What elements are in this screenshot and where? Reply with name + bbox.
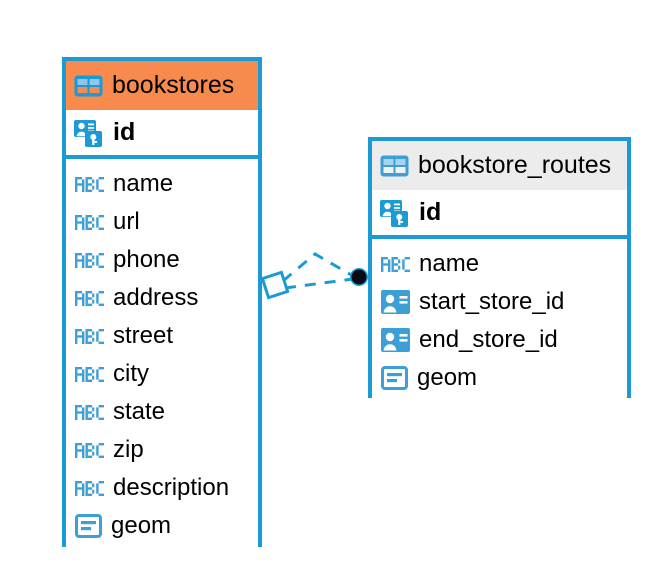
relationship-line-lower — [284, 277, 354, 290]
field-row[interactable]: url — [66, 203, 258, 241]
field-label: address — [113, 284, 199, 311]
field-label: geom — [417, 364, 478, 391]
entity-bookstore-routes-primary-key-row[interactable]: id — [372, 190, 627, 239]
field-label: street — [113, 322, 174, 349]
field-label: city — [113, 360, 149, 387]
relationship-line-upper — [282, 252, 354, 283]
entity-bookstore-routes-title: bookstore_routes — [418, 151, 612, 179]
field-row[interactable]: start_store_id — [372, 283, 627, 321]
geometry-type-icon — [75, 514, 102, 538]
text-type-icon — [75, 404, 104, 420]
entity-bookstore-routes-field-list: name start_store_id — [372, 239, 627, 401]
field-label: description — [113, 474, 230, 501]
field-label: zip — [113, 436, 144, 463]
text-type-icon — [75, 480, 104, 496]
field-label: name — [113, 170, 174, 197]
entity-bookstores-title: bookstores — [112, 71, 235, 99]
entity-bookstores-primary-key-row[interactable]: id — [66, 110, 258, 159]
text-type-icon — [75, 252, 104, 268]
entity-bookstores[interactable]: bookstores id — [62, 57, 262, 549]
primary-key-icon — [380, 199, 408, 227]
field-row[interactable]: address — [66, 279, 258, 317]
field-row[interactable]: name — [66, 165, 258, 203]
field-row[interactable]: phone — [66, 241, 258, 279]
text-type-icon — [75, 366, 104, 382]
field-row[interactable]: state — [66, 393, 258, 431]
primary-key-icon — [74, 119, 102, 147]
field-row[interactable]: street — [66, 317, 258, 355]
text-type-icon — [75, 328, 104, 344]
field-label: state — [113, 398, 166, 425]
text-type-icon — [381, 256, 410, 272]
entity-bookstore-routes[interactable]: bookstore_routes id — [368, 137, 631, 401]
foreign-key-icon — [381, 290, 410, 314]
field-row[interactable]: zip — [66, 431, 258, 469]
foreign-key-icon — [381, 328, 410, 352]
table-grid-icon — [74, 75, 103, 96]
entity-bookstores-primary-key-label: id — [113, 118, 136, 146]
field-label: url — [113, 208, 140, 235]
dot-endpoint[interactable] — [350, 268, 368, 286]
table-grid-icon — [380, 155, 409, 176]
diamond-endpoint[interactable] — [260, 270, 290, 300]
field-row[interactable]: geom — [372, 359, 627, 397]
geometry-type-icon — [381, 366, 408, 390]
field-label: end_store_id — [419, 326, 558, 353]
entity-bookstore-routes-primary-key-label: id — [419, 198, 442, 226]
text-type-icon — [75, 214, 104, 230]
field-label: geom — [111, 512, 172, 539]
text-type-icon — [75, 176, 104, 192]
entity-bookstores-header[interactable]: bookstores — [66, 61, 258, 110]
text-type-icon — [75, 290, 104, 306]
field-label: phone — [113, 246, 180, 273]
entity-bookstores-field-list: name url — [66, 159, 258, 549]
field-row[interactable]: city — [66, 355, 258, 393]
entity-bookstore-routes-header[interactable]: bookstore_routes — [372, 141, 627, 190]
field-row[interactable]: geom — [66, 507, 258, 545]
field-label: start_store_id — [419, 288, 565, 315]
field-row[interactable]: end_store_id — [372, 321, 627, 359]
field-row[interactable]: name — [372, 245, 627, 283]
text-type-icon — [75, 442, 104, 458]
field-row[interactable]: description — [66, 469, 258, 507]
field-label: name — [419, 250, 480, 277]
